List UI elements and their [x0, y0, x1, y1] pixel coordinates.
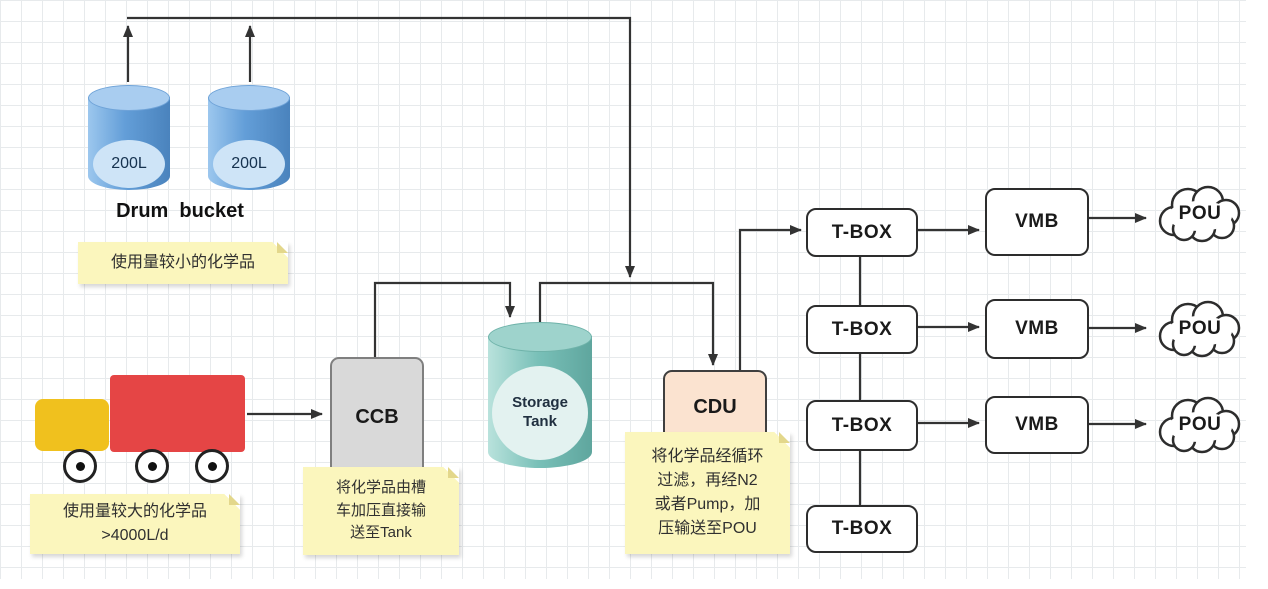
ccb-note: 将化学品由槽 车加压直接输 送至Tank — [303, 467, 459, 555]
truck-trailer — [110, 375, 245, 452]
truck-wheel — [63, 449, 97, 483]
tbox-node-2: T-BOX — [806, 305, 918, 354]
truck-wheel — [195, 449, 229, 483]
tbox-node-4: T-BOX — [806, 505, 918, 553]
vmb-label: VMB — [1015, 211, 1059, 232]
vmb-label: VMB — [1015, 414, 1059, 435]
truck-note: 使用量较大的化学品 >4000L/d — [30, 494, 240, 554]
truck-wheel — [135, 449, 169, 483]
tbox-node-1: T-BOX — [806, 208, 918, 257]
vmb-label: VMB — [1015, 318, 1059, 339]
vmb-node-3: VMB — [985, 396, 1089, 454]
pou-node-3: POU — [1150, 394, 1250, 456]
pou-label: POU — [1178, 414, 1222, 435]
drum-capacity-label: 200L — [213, 140, 285, 188]
wheel-hub — [75, 461, 85, 471]
drums-note: 使用量较小的化学品 — [78, 242, 288, 284]
pou-cloud-icon — [1158, 300, 1241, 358]
ccb-label: CCB — [355, 405, 399, 428]
pou-cloud-icon — [1158, 185, 1241, 243]
line-ccb-to-tank — [373, 281, 515, 357]
tbox-label: T-BOX — [831, 518, 893, 539]
tbox-label: T-BOX — [831, 318, 893, 340]
pou-label: POU — [1178, 203, 1222, 224]
drum-top-ellipse — [88, 85, 170, 111]
tbox-label: T-BOX — [831, 414, 893, 436]
wheel-hub — [207, 461, 217, 471]
truck-cab — [35, 399, 109, 451]
tank-label: Storage Tank — [492, 366, 588, 460]
drum-top-ellipse — [208, 85, 290, 111]
tbox-node-3: T-BOX — [806, 400, 918, 451]
wheel-hub — [147, 461, 157, 471]
line-cdu-to-tbox1 — [738, 225, 802, 370]
drum-capacity-label: 200L — [93, 140, 165, 188]
storage-tank-node: Storage Tank — [488, 322, 592, 468]
vmb-node-1: VMB — [985, 188, 1089, 256]
ccb-node: CCB — [330, 357, 424, 477]
line-tank-to-cdu — [538, 281, 718, 366]
cdu-node: CDU — [663, 370, 767, 444]
pou-label: POU — [1178, 318, 1222, 339]
cdu-note: 将化学品经循环 过滤，再经N2 或者Pump，加 压输送至POU — [625, 432, 790, 554]
drum-1: 200L — [88, 85, 170, 190]
pou-cloud-icon — [1158, 396, 1241, 454]
pou-node-1: POU — [1150, 183, 1250, 245]
tbox-label: T-BOX — [831, 221, 893, 243]
tank-top-ellipse — [488, 322, 592, 352]
drum-bucket-caption: Drum bucket — [116, 200, 244, 222]
drum-2: 200L — [208, 85, 290, 190]
pou-node-2: POU — [1150, 298, 1250, 360]
cdu-label: CDU — [693, 395, 737, 418]
vmb-node-2: VMB — [985, 299, 1089, 359]
line-drums-to-junction — [127, 16, 635, 278]
